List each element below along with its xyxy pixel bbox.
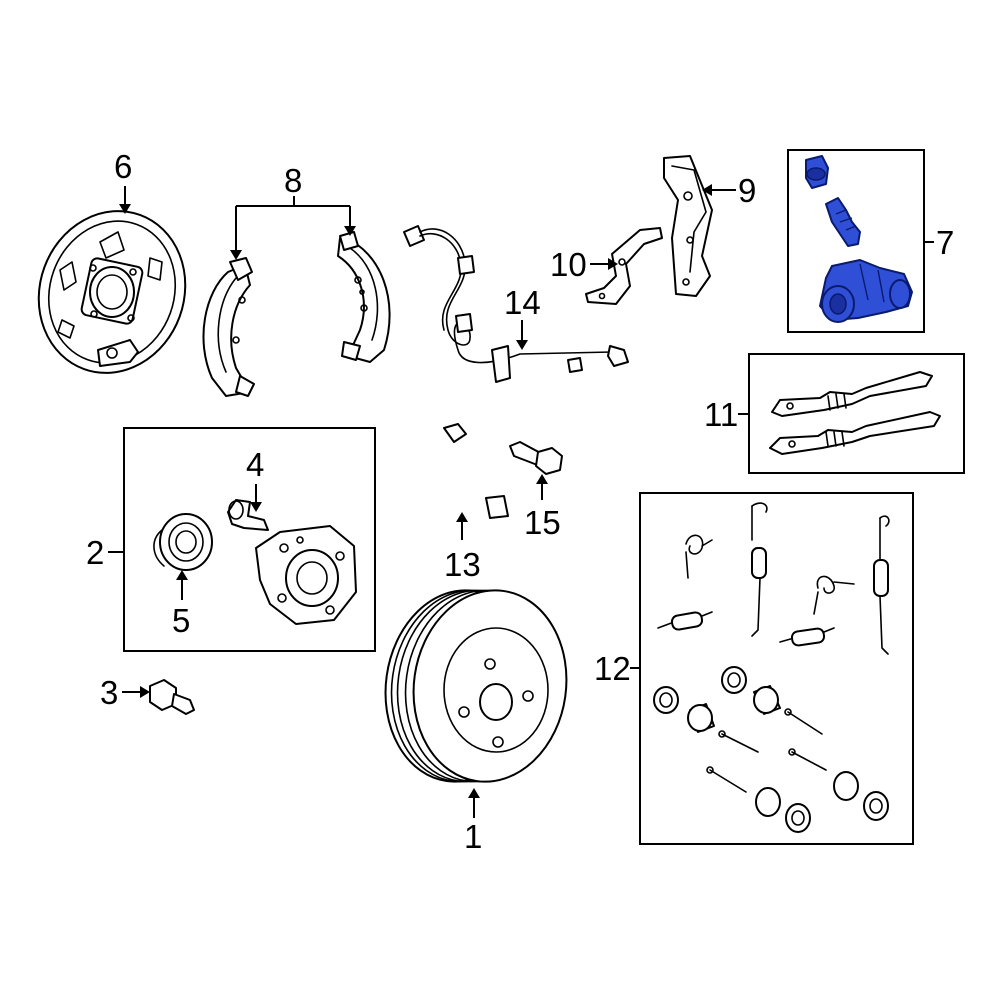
callout-3: 3	[100, 674, 118, 711]
part-15-bolt[interactable]	[509, 441, 563, 475]
callout-12: 12	[594, 650, 631, 687]
callout-2: 2	[86, 534, 104, 571]
part-13-brake-hose[interactable]	[395, 423, 509, 519]
part-11-adjusters[interactable]	[748, 353, 965, 474]
part-2-hub[interactable]	[255, 525, 357, 625]
callout-9: 9	[738, 172, 756, 209]
part-7-wheel-cylinder[interactable]	[787, 149, 925, 333]
callout-labels: 6 8 9 10 14 7 11 2 4 5 3 13 15 1 12	[86, 148, 954, 855]
part-9-plate[interactable]	[663, 155, 713, 297]
part-14-abs-sensor[interactable]	[403, 225, 629, 383]
callout-14: 14	[504, 284, 541, 321]
part-3-bolt[interactable]	[149, 679, 195, 715]
part-5-bearing[interactable]	[153, 513, 213, 571]
part-1-brake-drum[interactable]	[373, 580, 578, 791]
callout-7: 7	[936, 224, 954, 261]
part-4-hub-bolt[interactable]	[227, 499, 269, 531]
callout-11: 11	[704, 396, 738, 433]
part-2-hub-box[interactable]	[123, 427, 376, 652]
callout-13: 13	[444, 546, 481, 583]
callout-4: 4	[246, 446, 264, 483]
part-12-hardware-kit[interactable]	[639, 492, 914, 845]
leader-lines	[108, 184, 934, 818]
callout-15: 15	[524, 504, 561, 541]
callout-5: 5	[172, 602, 190, 639]
callout-10: 10	[550, 246, 587, 283]
callout-1: 1	[464, 818, 482, 855]
part-10-bracket[interactable]	[585, 227, 663, 305]
part-6-backing-plate[interactable]	[16, 190, 207, 393]
callout-6: 6	[114, 148, 132, 185]
part-8-brake-shoes[interactable]	[202, 231, 391, 397]
callout-8: 8	[284, 162, 302, 199]
